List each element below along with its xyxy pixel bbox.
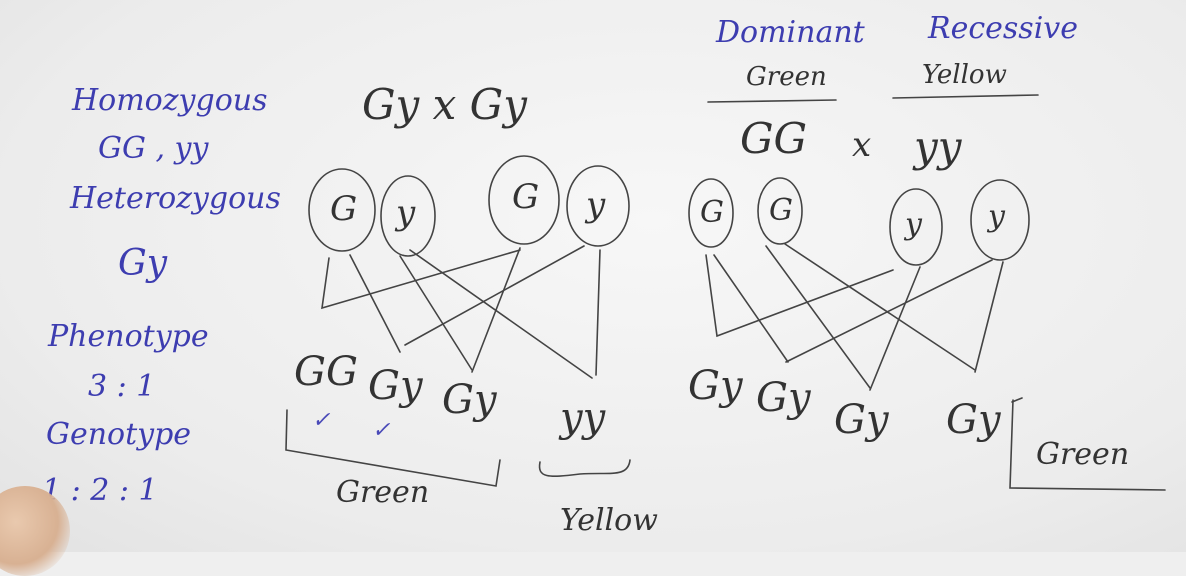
allele-circle xyxy=(488,155,560,245)
cross-line xyxy=(974,261,1004,373)
green-bracket xyxy=(1009,399,1166,491)
heterozygous-label: Heterozygous xyxy=(70,181,281,216)
cross2-parents-left: GG xyxy=(740,114,808,163)
cross2-allele: G xyxy=(700,195,724,230)
cross-line xyxy=(321,249,521,310)
cross2-offspring: Gy xyxy=(756,375,811,421)
recessive-trait: Yellow xyxy=(922,60,1007,90)
cross1-offspring: yy xyxy=(560,395,606,441)
cross-line xyxy=(785,259,993,363)
dominant-underline xyxy=(707,99,837,103)
dominant-title: Dominant xyxy=(716,15,865,50)
cross-line xyxy=(471,247,521,373)
allele-circle xyxy=(380,175,436,257)
cross-line xyxy=(869,266,921,391)
allele-circle xyxy=(308,168,376,252)
allele-circle xyxy=(970,179,1030,261)
homozygous-label: Homozygous xyxy=(72,83,268,118)
cross2-cross-sign: x xyxy=(852,125,872,165)
cross2-allele: y xyxy=(905,207,922,242)
phenotype-label: Phenotype xyxy=(48,319,209,354)
cross1-allele: y xyxy=(396,193,416,233)
allele-circle xyxy=(757,177,803,245)
cross1-parents: Gy x Gy xyxy=(362,80,527,129)
dominant-trait: Green xyxy=(746,62,827,92)
cross2-parents-right: yy xyxy=(914,122,962,171)
recessive-underline xyxy=(892,94,1039,99)
cross2-green-label: Green xyxy=(1036,437,1130,472)
genotype-ratio: 1 : 2 : 1 xyxy=(42,473,158,508)
bracket-tick xyxy=(1011,397,1023,403)
green-bracket xyxy=(285,409,501,487)
cross2-allele: y xyxy=(988,199,1005,234)
heterozygous-example: Gy xyxy=(118,243,168,284)
cross2-allele: G xyxy=(769,193,793,228)
cross-line xyxy=(595,249,601,376)
cross1-yellow-label: Yellow xyxy=(560,503,658,538)
diagram-lines xyxy=(285,94,1166,491)
cross-line xyxy=(765,245,871,389)
cross-line xyxy=(404,245,585,346)
cross-line xyxy=(713,254,789,363)
allele-circle xyxy=(566,165,630,247)
cross1-offspring: GG xyxy=(294,349,358,395)
cross-line xyxy=(399,255,473,371)
cross-line xyxy=(409,249,593,379)
cross1-green-label: Green xyxy=(336,475,430,510)
genotype-label: Genotype xyxy=(46,417,192,452)
check-mark: ✓ xyxy=(372,418,391,443)
check-mark: ✓ xyxy=(312,408,331,433)
cross1-offspring: Gy xyxy=(368,363,423,409)
recessive-title: Recessive xyxy=(928,11,1078,46)
cross-line xyxy=(784,243,976,371)
cross2-offspring: Gy xyxy=(688,363,743,409)
cross2-offspring: Gy xyxy=(834,397,889,443)
allele-circle xyxy=(688,178,734,248)
homozygous-examples: GG , yy xyxy=(98,131,209,166)
cross1-allele: G xyxy=(330,189,358,229)
cross1-offspring: Gy xyxy=(442,377,497,423)
cross-line xyxy=(705,254,894,338)
phenotype-ratio: 3 : 1 xyxy=(88,369,156,404)
cross2-offspring: Gy xyxy=(946,397,1001,443)
cross1-allele: G xyxy=(512,177,540,217)
cross1-allele: y xyxy=(586,185,606,225)
cross-line xyxy=(349,254,401,353)
yellow-bracket xyxy=(538,459,631,477)
allele-circle xyxy=(889,188,943,266)
